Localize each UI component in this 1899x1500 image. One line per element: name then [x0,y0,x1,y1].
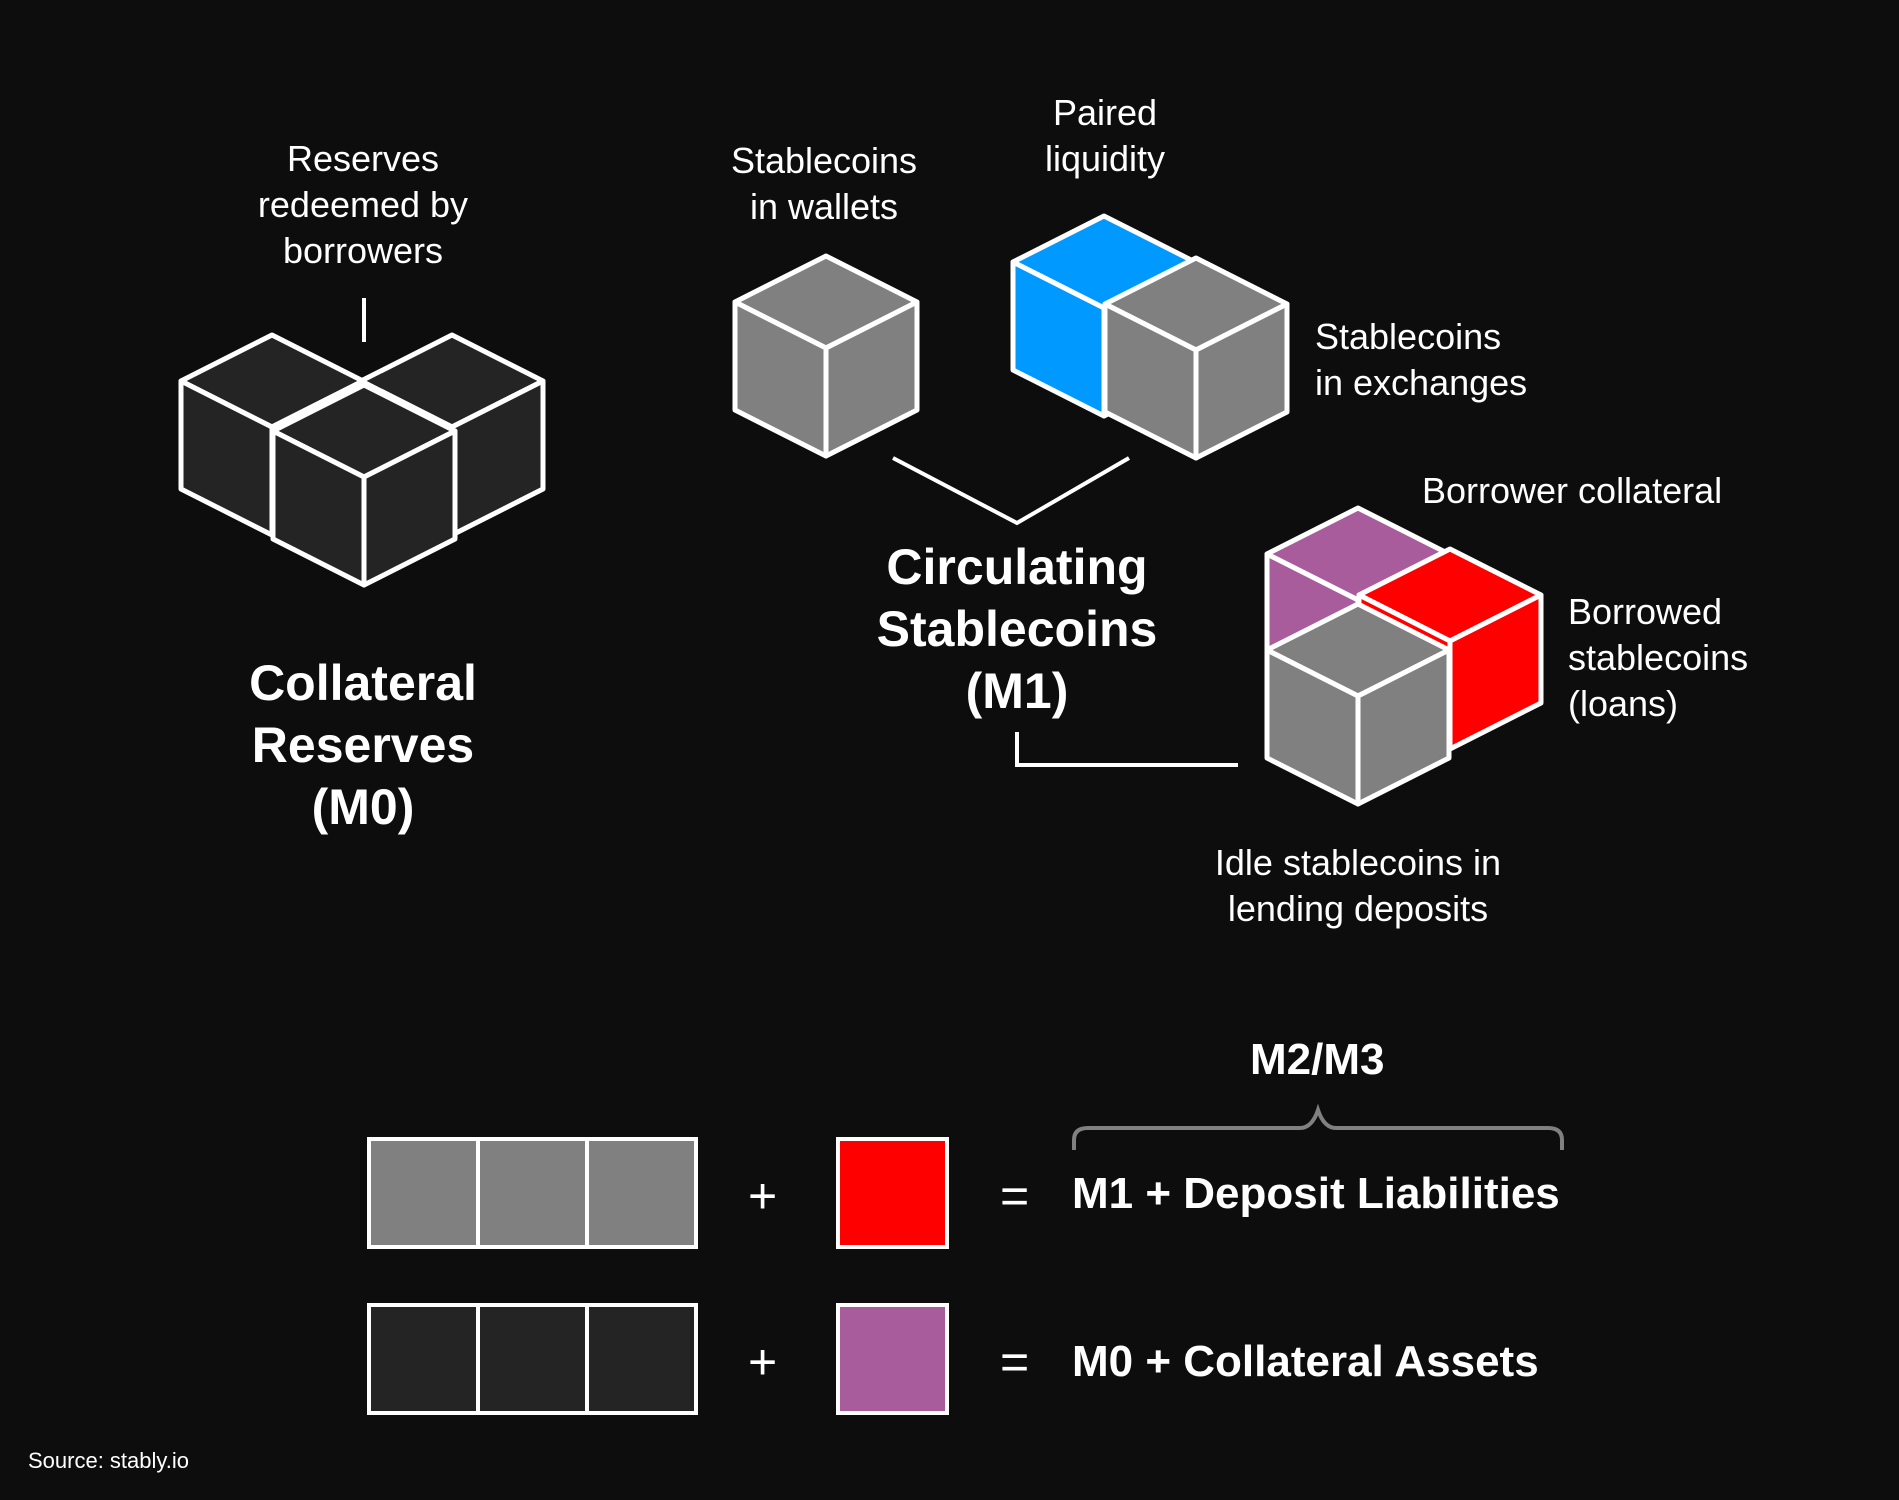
exchange-cube [1102,255,1290,461]
m2-m3-brace [1072,1103,1564,1150]
gray-bar-cell [367,1137,480,1249]
borrower-collateral-label: Borrower collateral [1422,470,1723,511]
m1-connector [892,456,1131,526]
gray-bar [367,1137,698,1249]
lending-connector [1015,732,1238,767]
legend-bars [367,1137,949,1415]
idle-stablecoins-label: Idle stablecoins in lending deposits [1214,842,1502,929]
equals-symbol-row2: = [1000,1334,1030,1390]
purple-square [836,1303,949,1415]
gray-bar-cell [476,1137,589,1249]
cube-right-face [1193,301,1290,461]
reserves-redeemed-label: Reserves redeemed by borrowers [257,138,469,271]
m2-m3-label: M2/M3 [1250,1035,1385,1084]
gray-bar-cell [585,1137,698,1249]
red-square [836,1137,949,1249]
idle-deposit-cube [1264,601,1452,807]
dark-bar [367,1303,698,1415]
equals-symbol-row1: = [1000,1168,1030,1224]
cube-right-face [823,299,920,459]
plus-symbol-row1: + [748,1168,778,1224]
collateral-reserves-title: Collateral Reserves (M0) [249,655,477,835]
source-credit: Source: stably.io [28,1448,190,1473]
connector-lines [362,298,1564,1150]
cube-right-face [1355,647,1452,807]
circulating-stablecoins-title: Circulating Stablecoins (M1) [876,539,1158,719]
paired-liquidity-label: Paired liquidity [1044,92,1166,179]
reserve-cube-front [270,382,458,588]
dark-bar-cell [476,1303,589,1415]
cubes-layer [178,213,1544,807]
dark-bar-cell [367,1303,480,1415]
wallets-label: Stablecoins in wallets [730,140,918,227]
cube-right-face [361,428,458,588]
m0-collateral-assets-label: M0 + Collateral Assets [1072,1337,1539,1386]
wallet-cube [732,253,920,459]
m1-deposit-liabilities-label: M1 + Deposit Liabilities [1072,1169,1560,1218]
plus-symbol-row2: + [748,1334,778,1390]
exchanges-label: Stablecoins in exchanges [1315,316,1528,403]
borrowed-stablecoins-label: Borrowed stablecoins (loans) [1568,591,1749,724]
dark-bar-cell [585,1303,698,1415]
